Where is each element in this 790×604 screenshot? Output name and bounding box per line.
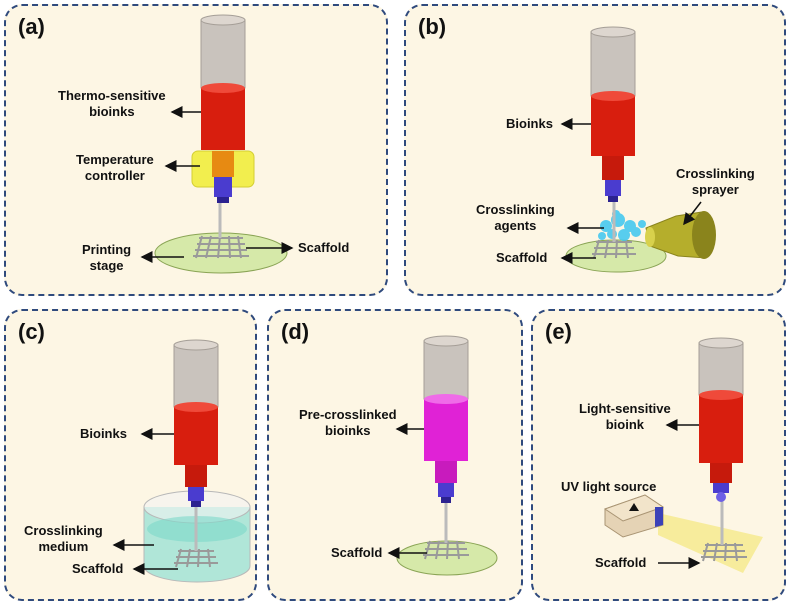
panel-a-label: (a) xyxy=(18,14,45,39)
label-scaffold: Scaffold xyxy=(331,545,383,560)
panel-b-label: (b) xyxy=(418,14,447,39)
label-uv-light-source: UV light source xyxy=(561,479,657,494)
syringe-barrel xyxy=(423,340,469,400)
scaffold-grid xyxy=(701,542,747,562)
label-bioinks: Bioinks xyxy=(506,116,553,131)
bioink-cylinder xyxy=(699,395,743,463)
bioink-cylinder xyxy=(591,96,635,156)
label-scaffold: Scaffold xyxy=(298,240,350,255)
panel-c-drawing xyxy=(112,339,251,583)
arrow-sprayer xyxy=(683,201,702,226)
bioink-cylinder xyxy=(424,399,468,461)
syringe-barrel xyxy=(200,19,246,89)
bioink-cylinder xyxy=(174,407,218,465)
panel-e-drawing xyxy=(603,337,763,573)
uv-light-source xyxy=(603,494,665,538)
label-scaffold: Scaffold xyxy=(595,555,647,570)
bioink-cylinder xyxy=(201,88,245,150)
label-bioinks: Bioinks xyxy=(80,426,127,441)
panel-b-drawing xyxy=(560,26,716,273)
scaffold-grid xyxy=(193,235,249,259)
panel-d-drawing xyxy=(387,335,498,576)
label-scaffold: Scaffold xyxy=(496,250,548,265)
syringe-barrel xyxy=(173,344,219,408)
panel-d-label: (d) xyxy=(281,319,310,344)
syringe-barrel xyxy=(698,342,744,396)
syringe-barrel xyxy=(590,31,636,97)
panel-e-label: (e) xyxy=(545,319,572,344)
uv-light-beam xyxy=(658,513,763,573)
crosslinking-agents-spray xyxy=(598,210,646,241)
label-scaffold: Scaffold xyxy=(72,561,124,576)
panel-a-drawing xyxy=(140,14,294,274)
panel-c-label: (c) xyxy=(18,319,45,344)
